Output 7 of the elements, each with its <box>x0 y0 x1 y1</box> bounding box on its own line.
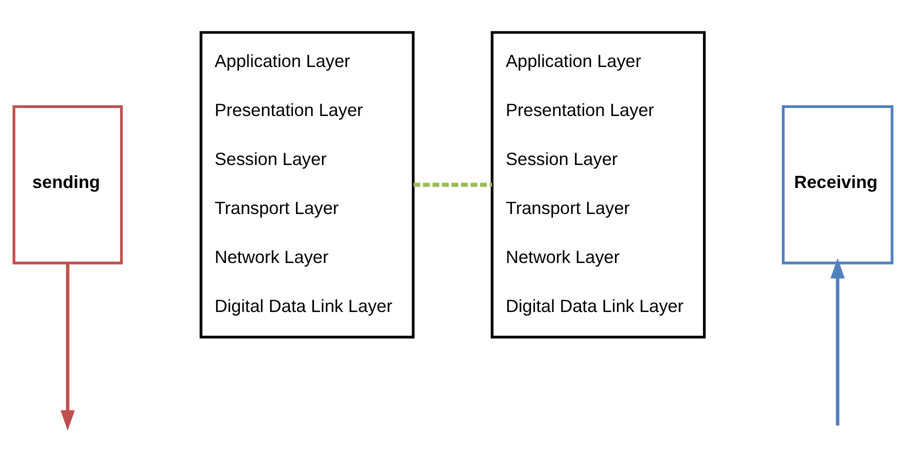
arrow <box>60 263 75 431</box>
node-box: Receiving <box>782 105 894 264</box>
node-box: Application Layer Presentation Layer Session Layer Transport Layer Network Layer Digital Data Link Layer <box>490 31 706 339</box>
arrow <box>830 258 845 426</box>
connector <box>413 182 492 187</box>
node-box: Application Layer Presentation Layer Session Layer Transport Layer Network Layer Digital Data Link Layer <box>200 31 415 339</box>
node-box: sending <box>12 105 123 264</box>
